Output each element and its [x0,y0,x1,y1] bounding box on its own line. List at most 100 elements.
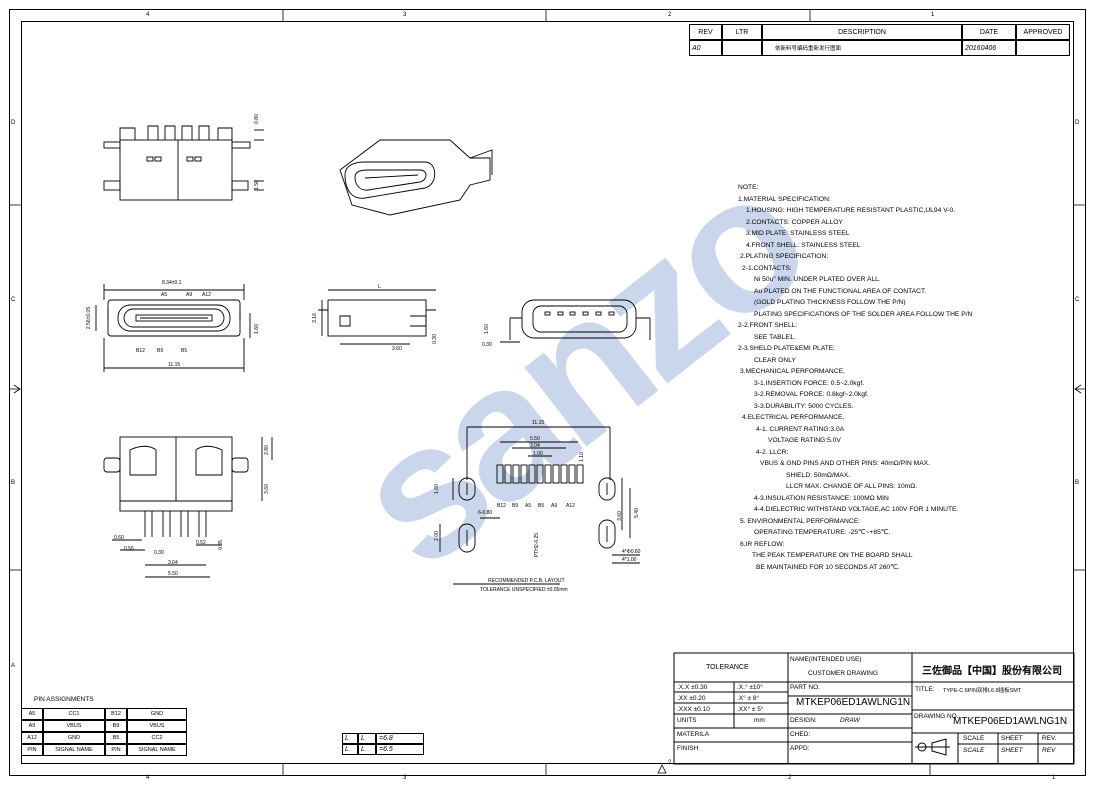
pcb-pin-a9: A9 [551,503,558,509]
zone-right-c: C [1075,297,1080,303]
zone-bottom-2a: 2 [668,760,672,766]
pin-label-b12: B12 [136,348,145,354]
note-line: 3.MID PLATE: STAINLESS STEEL [746,230,850,237]
note-line: 5. ENVIRONMENTAL PERFORMANCE: [740,517,861,525]
dim-0-85: 0.85 [217,540,224,550]
tb-name-value: CUSTOMER DRAWING [808,670,879,677]
note-line: Au PLATED ON THE FUNCTIONAL AREA OF CONT… [754,287,927,295]
dim-0-30c: 0.30 [154,550,164,556]
pin-cell: GND [43,732,105,744]
rev-row-ltr [722,40,762,56]
note-line: LLCR MAX. CHANGE OF ALL PINS: 10mΩ. [786,483,918,490]
pin-label-a9: A9 [186,292,193,298]
tb-tol-row: .X° ± 8° [737,695,760,702]
tb-company: 三佐御品【中国】股份有限公司 [922,666,1062,677]
tb-sheet-label: SHEET [1001,735,1023,742]
dim-5-40: 5.40 [633,508,640,518]
zone-top-2: 2 [668,12,672,18]
pcb-caption-tolerance: TOLERANCE UNSPECIFIED ±0.05mm [480,587,568,593]
zone-right-d: D [1075,120,1080,126]
pin-label-b9: B9 [157,348,164,354]
pcb-pin-b5: B5 [538,503,545,509]
note-line: VOLTAGE RATING:5.0V [768,437,841,444]
note-line: 6.IR REFLOW: [740,540,785,548]
pin-cell: GND [127,708,187,720]
notes-block: NOTE: 1.MATERIAL SPECIFICATION: 1.HOUSIN… [738,182,972,573]
pin-cell: PIN [105,744,127,756]
zone-bottom-3: 3 [403,775,407,781]
note-line: 3-3.DURABILITY: 5000 CYCLES. [754,402,854,410]
pin-cell: B9 [105,720,127,732]
tb-drawing-no: MTKEP06ED1AWLNG1N [953,716,1068,727]
tb-units-value: mm [754,717,765,724]
zone-bottom-2b: 2 [788,775,792,781]
dim-11-15b: 11.15 [532,420,545,426]
tb-tolerance-label: TOLERANCE [706,664,749,671]
rev-row-description: 依新料号编码重新发行图面 [762,40,962,56]
tb-appd-label: APPD: [790,745,810,752]
note-line: NOTE: [738,184,759,191]
tb-design-label: DESIGN: [790,717,817,724]
zone-top-3: 3 [403,12,407,18]
l-table-cell: =6.8 [376,733,424,744]
pin-cell: A5 [21,708,43,720]
tb-title-value: TYPE-C 6PIN双排L6.8插板SMT [943,688,1022,694]
dim-0-60: 0.60 [114,535,124,541]
tb-title-label: TITLE: [915,686,935,693]
tb-drawing-no-label: DRAWING NO. [914,713,959,720]
dim-2-80: 2.80 [263,445,270,455]
pin-label-b5: B5 [181,348,188,354]
note-line: 3-1.INSERTION FORCE: 0.5~2.0kgf. [754,379,865,387]
note-line: 4-3.INSULATION RESISTANCE: 100MΩ MIN [754,494,889,502]
tb-part-no-label: PART NO. [790,684,820,691]
l-table-cell: L [358,733,376,744]
rev-row-rev: A0 [689,40,722,56]
note-line: BE MAINTAINED FOR 10 SECONDS AT 260℃. [756,563,900,571]
dim-1-60c: 1.60 [433,484,440,494]
note-line: Ni 50u" MIN. UNDER PLATED OVER ALL. [754,276,881,283]
pin-cell: A12 [21,732,43,744]
zone-bottom-4: 4 [146,775,150,781]
pin-label-a12: A12 [202,292,211,298]
note-line: SHIELD: 50mΩ/MAX. [786,471,851,479]
dim-0-80: 0.80 [253,114,260,124]
note-line: 2-2.FRONT SHELL: [738,322,798,329]
zone-right-b: B [1075,480,1080,486]
dim-3-60: 3.60 [392,346,402,352]
note-line: 4-4.DIELECTRIC WITHSTAND VOLTAGE,AC 100V… [754,506,959,513]
note-line: THE PEAK TEMPERATURE ON THE BOARD SHALL [752,552,913,559]
dim-l: L [378,284,381,290]
tb-rev-label: REV. [1042,735,1057,742]
dim-4-1-00: 4*1.00 [622,557,637,563]
tb-design-value: DRAW [840,717,860,724]
pin-assignments-title: PIN ASSIGNMENTS [34,696,94,703]
dim-2-00: 2.00 [433,531,440,541]
pcb-caption-title: RECOMMENDED P.C.B. LAYOUT [488,578,565,584]
rev-row-date: 20160406 [962,40,1016,56]
dim-6-0-80: 6-0.80 [478,510,493,516]
pin-cell: CC1 [43,708,105,720]
dim-3-60c: 3.60 [263,484,270,494]
dim-3-16: 3.16 [311,313,318,323]
zone-left-c: C [11,297,16,303]
note-line: OPERATING TEMPERATURE: -25℃~+85℃. [754,529,891,536]
drawing-inner-frame [21,21,1074,764]
note-line: 2.CONTACTS: COPPER ALLOY [746,218,843,226]
l-table-cell: L [358,744,376,755]
zone-top-1: 1 [931,12,935,18]
drawing-outer-frame [9,9,1086,776]
pin-label-a5: A5 [161,292,168,298]
tb-rev-value: REV [1042,747,1056,754]
rev-row-approved [1016,40,1070,56]
pcb-pin-a12: A12 [566,503,575,509]
dim-3-60b: 3.60 [616,511,623,521]
rev-header-date: DATE [962,24,1016,40]
dim-11-15: 11.15 [168,362,181,368]
pin-cell: VBUS [43,720,105,732]
note-line: 2-1.CONTACTS: [742,264,792,272]
rev-header-rev: REV [689,24,722,40]
pcb-pin-a5: A5 [525,503,532,509]
tb-scale-label: SCALE [963,735,985,742]
l-table-cell: L [342,733,358,744]
